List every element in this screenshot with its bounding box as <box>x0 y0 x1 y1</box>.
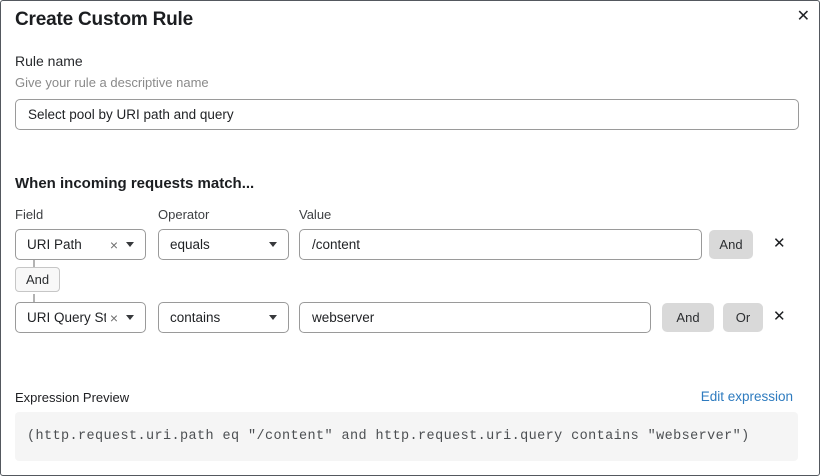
operator-select[interactable]: contains <box>158 302 289 333</box>
add-or-button[interactable]: Or <box>723 303 763 332</box>
edit-expression-link[interactable]: Edit expression <box>700 389 793 404</box>
rule-name-helper: Give your rule a descriptive name <box>15 75 209 90</box>
close-icon[interactable]: ✕ <box>796 8 810 25</box>
connector-line <box>33 260 35 268</box>
connector-line <box>33 294 35 302</box>
operator-select-value: contains <box>170 310 221 325</box>
rule-name-label: Rule name <box>15 53 83 69</box>
condition-row: URI Path × equals And ✕ <box>1 229 819 260</box>
chevron-down-icon <box>269 242 277 247</box>
add-and-button[interactable]: And <box>709 230 753 259</box>
column-label-operator: Operator <box>158 207 210 222</box>
chevron-down-icon <box>269 315 277 320</box>
dialog-title: Create Custom Rule <box>15 9 193 30</box>
clear-icon[interactable]: × <box>109 309 118 326</box>
expression-code: (http.request.uri.path eq "/content" and… <box>27 429 750 444</box>
field-select[interactable]: URI Path × <box>15 229 146 260</box>
match-heading: When incoming requests match... <box>15 175 255 192</box>
field-select-value: URI Query St... <box>27 310 106 325</box>
field-select[interactable]: URI Query St... × <box>15 302 146 333</box>
field-select-value: URI Path <box>27 237 82 252</box>
chevron-down-icon <box>126 242 134 247</box>
expression-preview-label: Expression Preview <box>15 390 130 405</box>
column-label-field: Field <box>15 207 44 222</box>
add-and-button[interactable]: And <box>662 303 714 332</box>
column-label-value: Value <box>299 207 332 222</box>
remove-condition-icon[interactable]: ✕ <box>773 235 786 252</box>
rule-name-input[interactable] <box>15 99 799 130</box>
value-input[interactable] <box>299 302 651 333</box>
operator-select-value: equals <box>170 237 210 252</box>
expression-preview-block: (http.request.uri.path eq "/content" and… <box>15 412 798 461</box>
value-input[interactable] <box>299 229 702 260</box>
remove-condition-icon[interactable]: ✕ <box>773 308 786 325</box>
connector-and-badge[interactable]: And <box>15 267 61 292</box>
operator-select[interactable]: equals <box>158 229 289 260</box>
clear-icon[interactable]: × <box>109 236 118 253</box>
condition-row: URI Query St... × contains And Or ✕ <box>1 302 819 333</box>
chevron-down-icon <box>126 315 134 320</box>
